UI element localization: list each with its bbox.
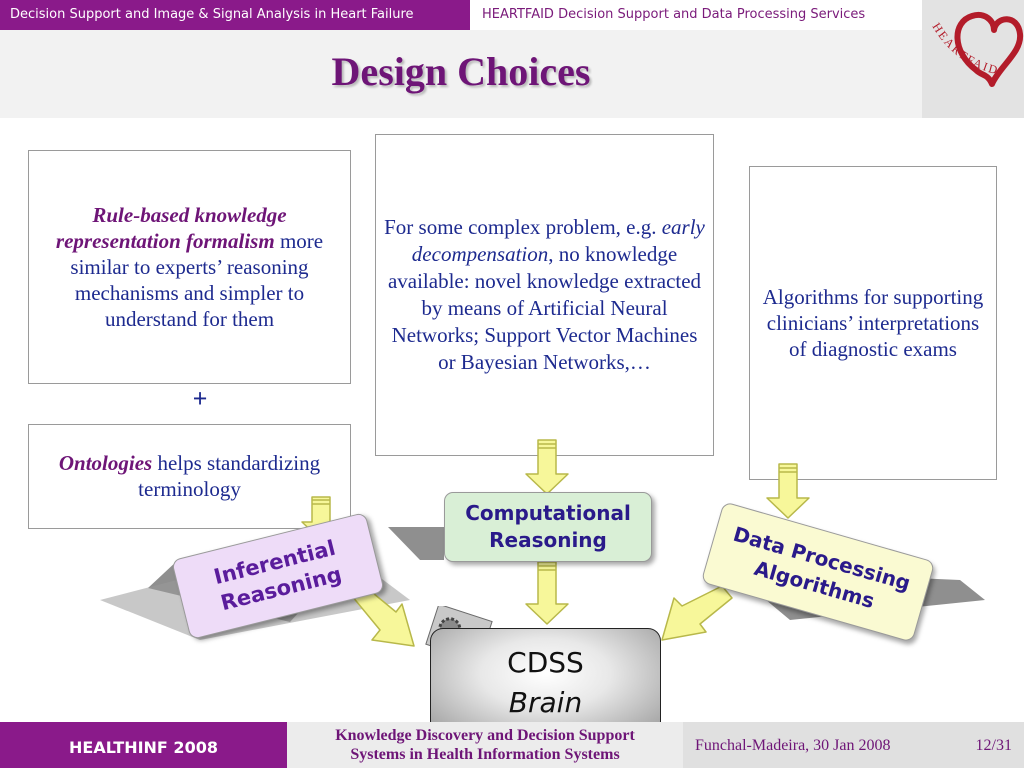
ontologies-emphasis: Ontologies [58, 450, 153, 475]
cdss-line-1: CDSS [507, 646, 584, 679]
footer-date: Funchal-Madeira, 30 Jan 2008 [695, 737, 891, 754]
plus-sign: + [192, 384, 208, 413]
ml-methods-text-1: For some complex problem, e.g. [384, 215, 662, 239]
footer-talk-line-1: Knowledge Discovery and Decision Support [335, 727, 635, 744]
rule-based-box: Rule-based knowledge representation form… [28, 150, 351, 384]
ontologies-box: Ontologies helps standardizing terminolo… [28, 424, 351, 529]
header-right-title: HEARTFAID Decision Support and Data Proc… [470, 0, 922, 30]
footer-talk-line-2: Systems in Health Information Systems [350, 746, 620, 763]
ml-methods-box: For some complex problem, e.g. early dec… [375, 134, 714, 456]
computational-line-1: Computational [465, 501, 631, 525]
footer-conference: HEALTHINF 2008 [0, 722, 287, 768]
footer-right: Funchal-Madeira, 30 Jan 2008 12/31 [683, 722, 1024, 768]
cdss-line-2: Brain [508, 686, 583, 719]
ml-methods-text-2: , no knowledge available: novel knowledg… [387, 242, 702, 374]
header-left-title: Decision Support and Image & Signal Anal… [0, 0, 470, 30]
arrow-algo-down [766, 463, 810, 519]
ml-methods-emphasis: early decompensation [411, 215, 705, 266]
footer-page-number: 12/31 [975, 737, 1012, 754]
computational-line-2: Reasoning [489, 528, 607, 552]
rule-based-text: more similar to experts’ reasoning mecha… [70, 229, 324, 331]
ontologies-text: helps standardizing terminology [138, 450, 321, 501]
arrow-dataproc-to-brain [661, 585, 733, 641]
algorithms-box: Algorithms for supporting clinicians’ in… [749, 166, 997, 480]
algorithms-text: Algorithms for supporting clinicians’ in… [762, 285, 984, 361]
slide-title: Design Choices [331, 49, 591, 94]
computational-reasoning-label: Computational Reasoning [444, 492, 652, 562]
heart-logo-icon: HEARTFAID [929, 12, 1024, 87]
footer-talk-title: Knowledge Discovery and Decision Support… [287, 722, 683, 768]
rule-based-emphasis: Rule-based knowledge representation form… [55, 203, 287, 253]
logo: HEARTFAID [922, 0, 1024, 118]
arrow-ann-down [525, 439, 569, 495]
arrow-computational-to-brain [525, 561, 569, 625]
shadow-center [388, 527, 444, 560]
title-band [0, 30, 922, 118]
cdss-brain-box: CDSS Brain [430, 628, 661, 736]
